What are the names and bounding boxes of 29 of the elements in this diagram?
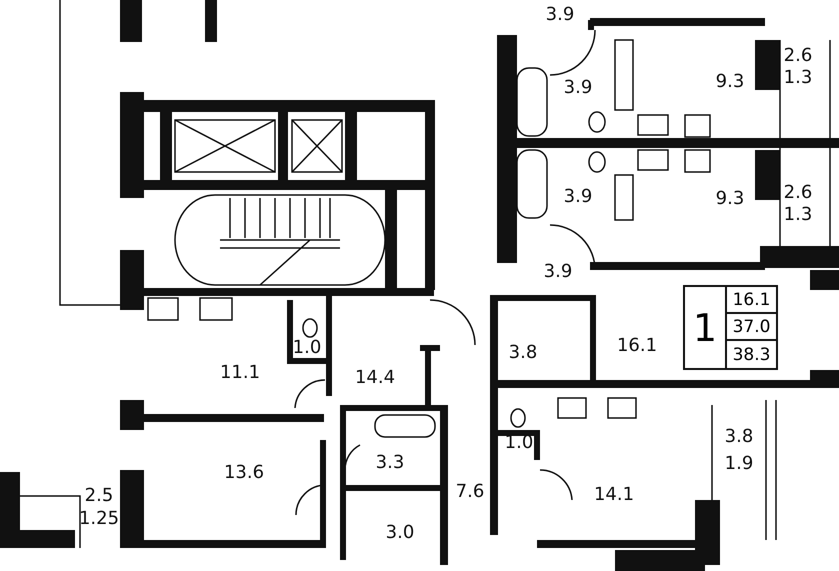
room-area: 14.4 (354, 369, 396, 387)
room-area: 3.0 (386, 524, 414, 542)
room-area: 14.1 (594, 486, 634, 504)
room-area: 2.6 (784, 184, 812, 202)
room-area: 3.9 (544, 263, 572, 281)
room-area: 1.25 (78, 510, 120, 528)
room-area: 3.3 (376, 454, 404, 472)
room-area: 9.3 (716, 190, 744, 208)
room-area: 3.9 (564, 188, 592, 206)
apartment-number: 1 (685, 287, 727, 368)
room-area: 3.9 (564, 79, 592, 97)
room-area: 1.3 (784, 69, 812, 87)
room-area: 1.0 (292, 339, 322, 357)
area-value: 38.3 (732, 344, 772, 366)
apartment-info-table (683, 285, 778, 370)
room-area: 2.5 (84, 487, 114, 505)
room-area: 1.9 (724, 455, 754, 473)
room-area: 13.6 (224, 464, 264, 482)
room-area: 9.3 (716, 73, 744, 91)
room-area: 2.6 (784, 47, 812, 65)
room-area: 16.1 (616, 337, 658, 355)
room-area: 11.1 (220, 364, 260, 382)
room-area: 3.8 (508, 344, 538, 362)
area-value: 16.1 (727, 287, 776, 314)
room-area: 3.9 (546, 6, 574, 24)
room-area: 7.6 (456, 483, 484, 501)
room-area: 3.8 (724, 428, 754, 446)
area-value: 37.0 (727, 314, 776, 341)
room-area: 1.3 (784, 206, 812, 224)
